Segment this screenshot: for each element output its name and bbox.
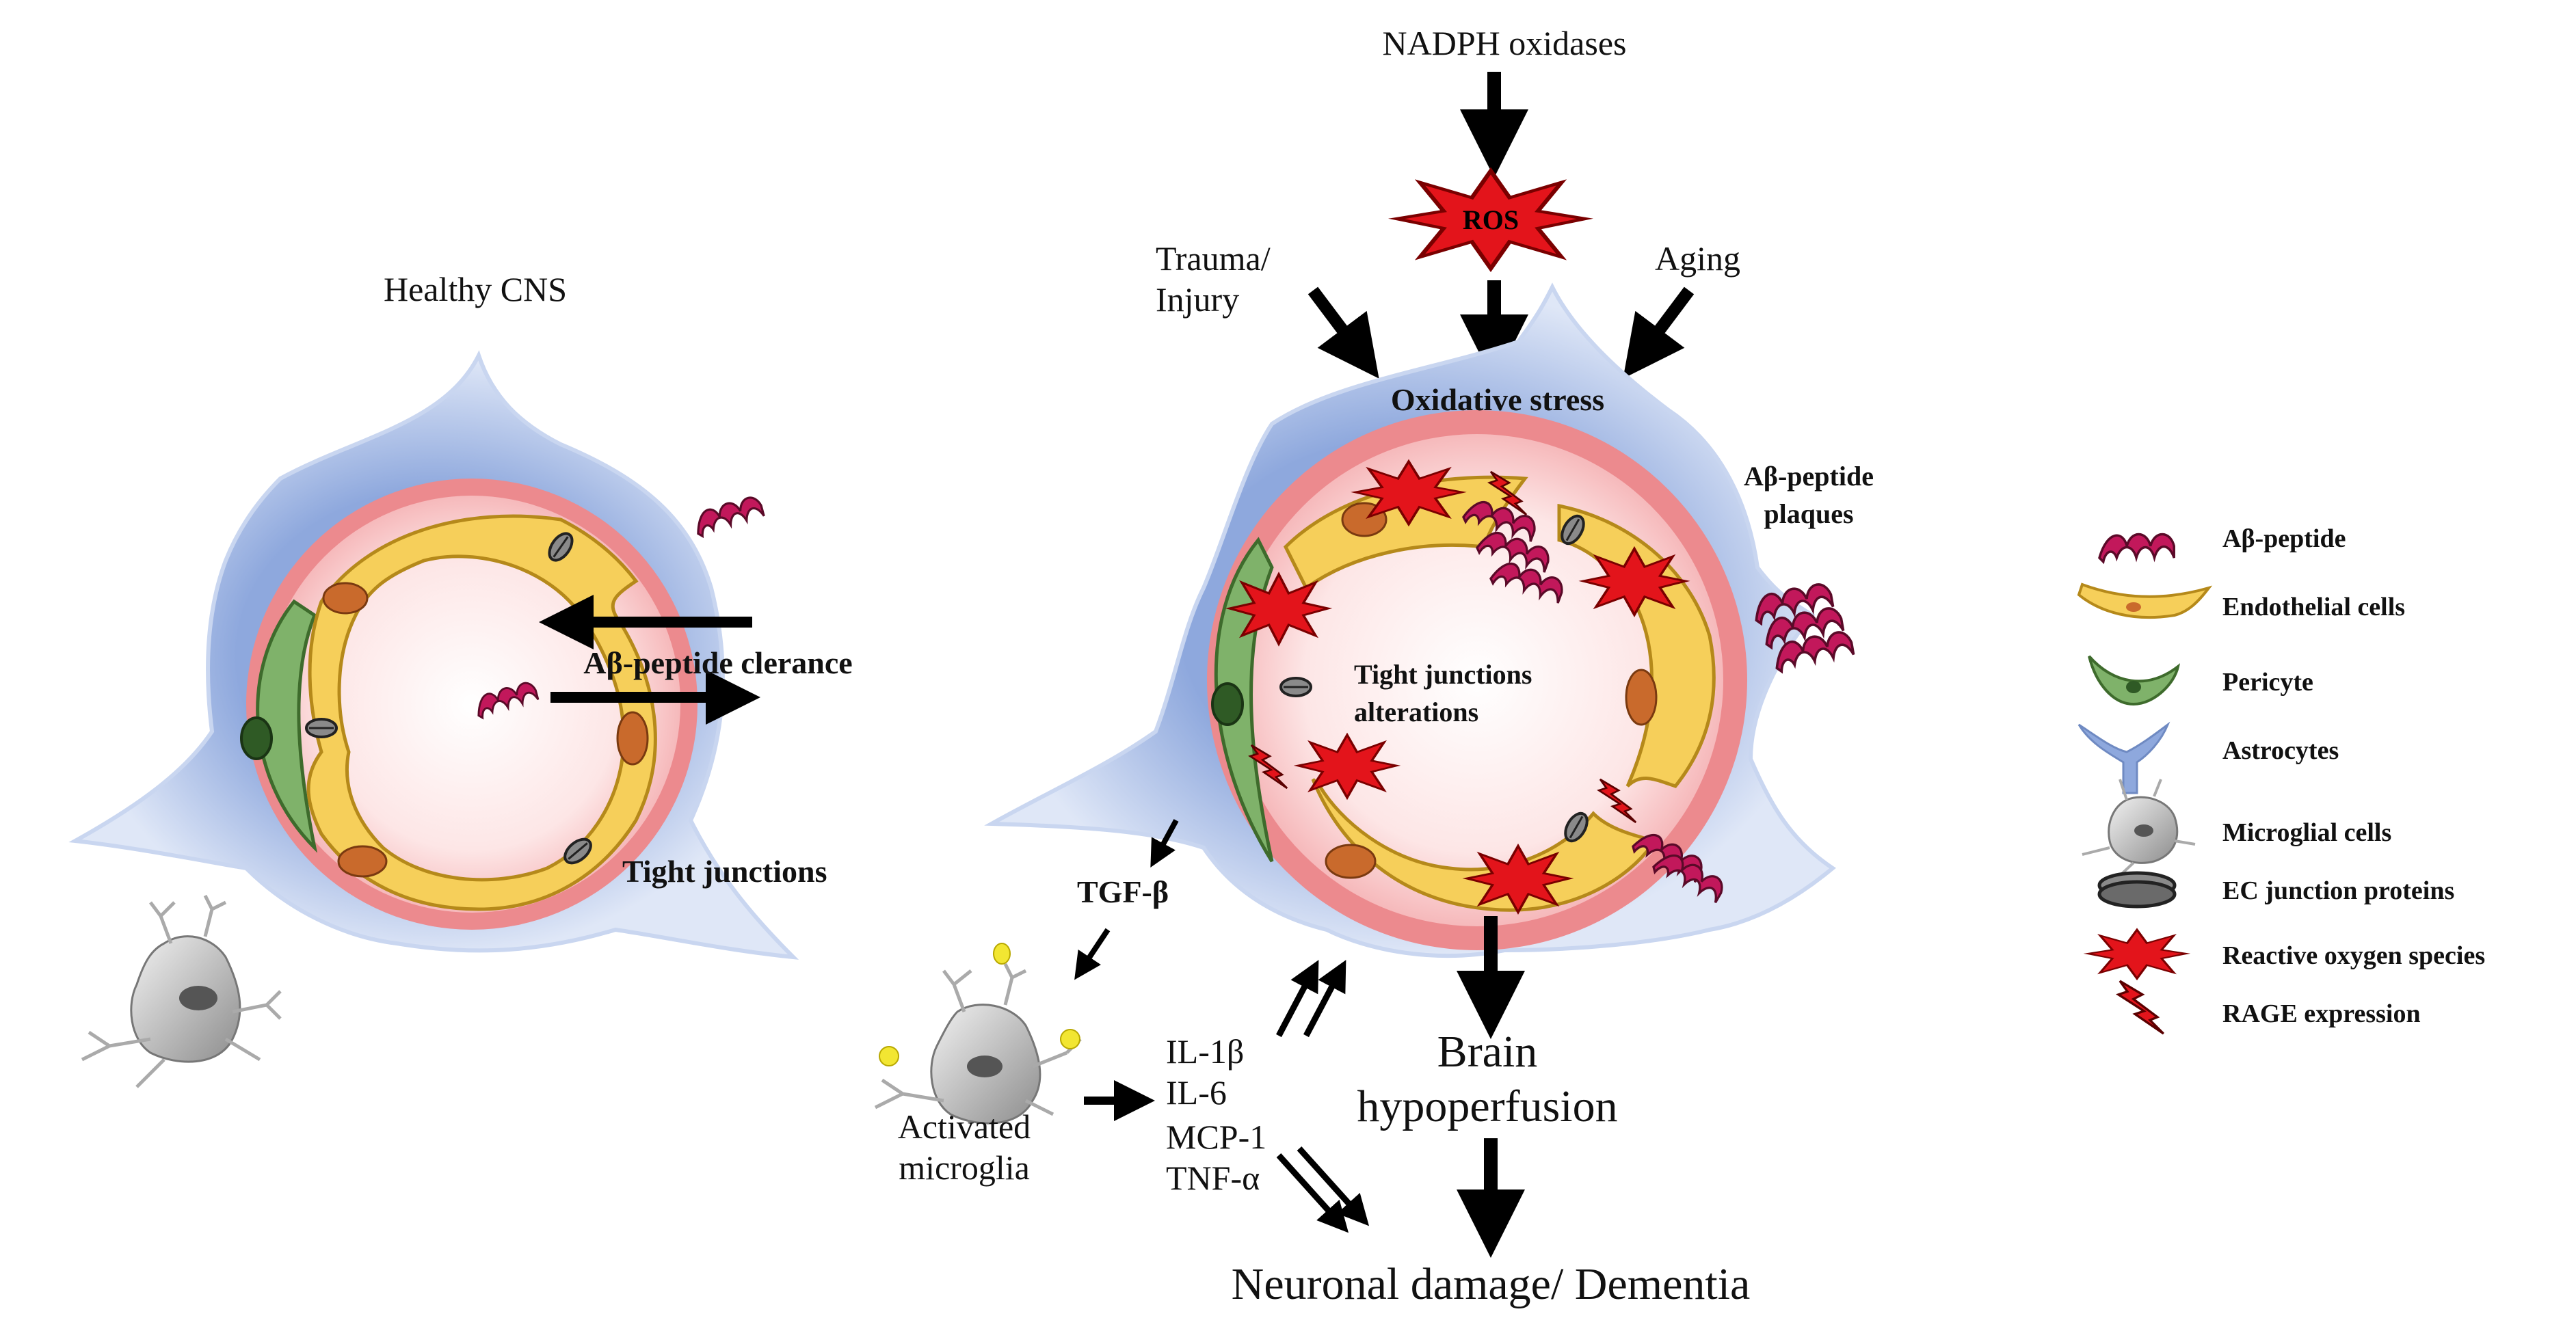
tj-alterations-line2: alterations bbox=[1354, 697, 1478, 727]
activated-microglia-line1: Activated bbox=[898, 1107, 1031, 1146]
tight-junctions-label: Tight junctions bbox=[622, 854, 827, 889]
legend-microglia-label: Microglial cells bbox=[2222, 818, 2391, 847]
healthy-cns-panel: Healthy CNS Aβ-peptide clerance Tight ju… bbox=[68, 270, 853, 1088]
legend-pericyte-label: Pericyte bbox=[2222, 668, 2313, 697]
activated-microglia bbox=[874, 943, 1082, 1125]
legend-microglia-icon bbox=[2082, 779, 2196, 883]
legend-abeta-icon bbox=[2098, 533, 2175, 563]
neuronal-damage-label: Neuronal damage/ Dementia bbox=[1232, 1259, 1751, 1309]
microglia-healthy bbox=[81, 894, 282, 1088]
legend-astrocyte-icon bbox=[2077, 721, 2170, 794]
pericyte-diseased bbox=[1214, 537, 1274, 863]
tgf-beta-label: TGF-β bbox=[1077, 874, 1169, 909]
brain-hypoperfusion-line2: hypoperfusion bbox=[1357, 1081, 1617, 1131]
plaques-label-line2: plaques bbox=[1764, 498, 1853, 529]
legend-pericyte-icon bbox=[2088, 655, 2181, 706]
legend-endothelial-icon bbox=[2077, 582, 2213, 619]
legend-junction-icon bbox=[2097, 871, 2177, 909]
healthy-cns-title: Healthy CNS bbox=[384, 270, 567, 308]
legend-ros-label: Reactive oxygen species bbox=[2222, 941, 2485, 970]
ros-label: ROS bbox=[1463, 204, 1519, 235]
cytokine-mcp1: MCP-1 bbox=[1166, 1118, 1266, 1156]
legend-rage-label: RAGE expression bbox=[2222, 999, 2421, 1028]
cytokine-tnfa: TNF-α bbox=[1166, 1159, 1260, 1197]
legend-ros-icon bbox=[2086, 928, 2188, 980]
legend: Aβ-peptide Endothelial cells Pericyte As… bbox=[2077, 524, 2485, 1035]
oxidative-stress-label: Oxidative stress bbox=[1391, 382, 1604, 417]
legend-junction-label: EC junction proteins bbox=[2222, 876, 2454, 905]
brain-hypoperfusion-line1: Brain bbox=[1437, 1027, 1538, 1077]
pericyte-healthy bbox=[256, 599, 318, 853]
trauma-label-line2: Injury bbox=[1156, 280, 1239, 319]
diseased-cns-panel: NADPH oxidases ROS Trauma/ Injury Aging bbox=[874, 24, 1874, 1309]
abeta-clearance-label: Aβ-peptide clerance bbox=[583, 645, 852, 680]
endothelial-ring-healthy bbox=[306, 514, 657, 911]
aging-label: Aging bbox=[1655, 239, 1740, 278]
legend-endothelial-label: Endothelial cells bbox=[2222, 593, 2405, 621]
trauma-label-line1: Trauma/ bbox=[1156, 239, 1271, 278]
legend-abeta-label: Aβ-peptide bbox=[2222, 524, 2346, 553]
legend-rage-icon bbox=[2117, 980, 2165, 1035]
nadph-oxidases-label: NADPH oxidases bbox=[1383, 24, 1627, 62]
legend-astrocyte-label: Astrocytes bbox=[2222, 736, 2339, 765]
activated-microglia-line2: microglia bbox=[899, 1148, 1030, 1187]
cytokine-il1b: IL-1β bbox=[1166, 1032, 1244, 1071]
cytokine-il6: IL-6 bbox=[1166, 1073, 1227, 1112]
tj-alterations-line1: Tight junctions bbox=[1354, 659, 1532, 690]
plaques-label-line1: Aβ-peptide bbox=[1744, 461, 1874, 492]
endothelial-segment-bottom bbox=[1311, 778, 1658, 912]
abeta-peptide-outside bbox=[691, 494, 767, 539]
